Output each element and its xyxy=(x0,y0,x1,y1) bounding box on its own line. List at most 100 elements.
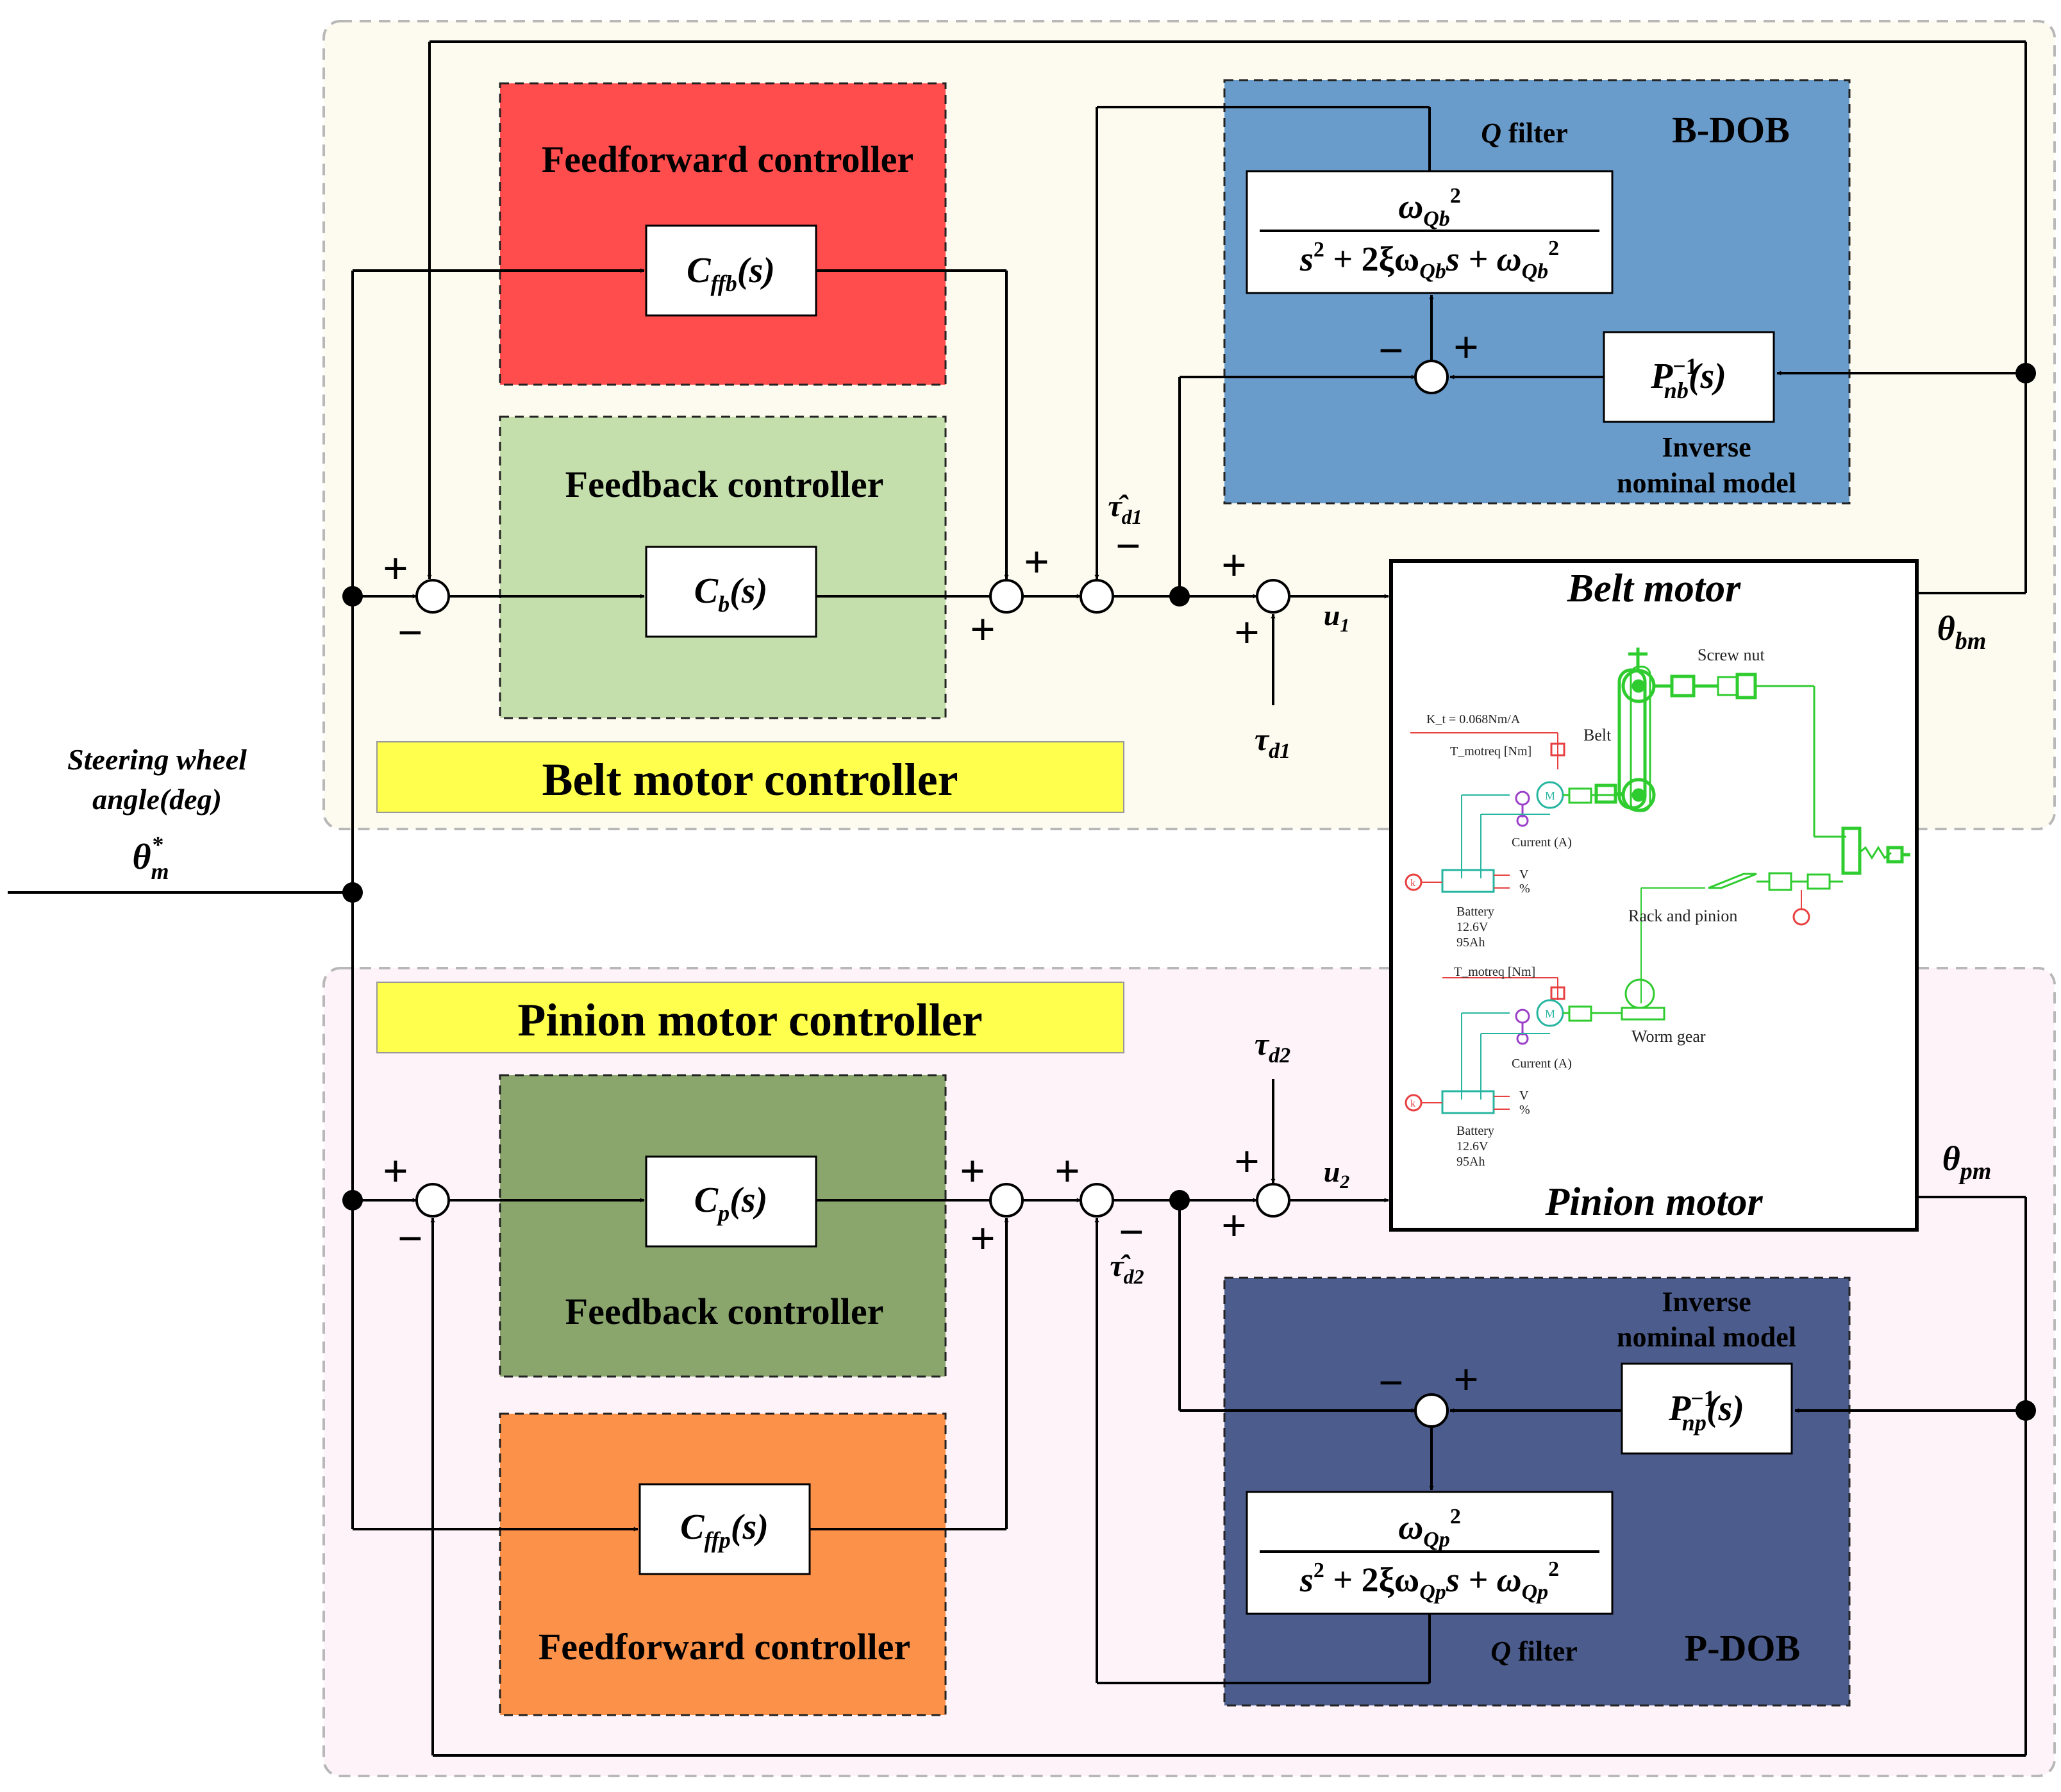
sign-plus: + xyxy=(1055,1147,1080,1196)
pdob-qfilter-denominator: s2 + 2ξωQps + ωQp2 xyxy=(1299,1557,1559,1604)
sign-plus: + xyxy=(1234,1137,1260,1187)
battery-label-1a: Battery xyxy=(1456,905,1494,919)
motor-letter-2: M xyxy=(1545,1007,1555,1020)
bdob-sum xyxy=(1414,360,1449,394)
pinion-wires xyxy=(351,1079,2027,1757)
k-letter-2: k xyxy=(1410,1098,1415,1109)
summing-junctions xyxy=(415,360,1449,1428)
current-label-2: Current (A) xyxy=(1512,1057,1572,1071)
bdob-inverse-label-2: nominal model xyxy=(1617,467,1796,499)
theta-bm-label: θbm xyxy=(1937,609,1987,655)
plant-belt-title: Belt motor xyxy=(1567,567,1741,610)
cb-box xyxy=(645,546,817,638)
battery-label-2b: 12.6V xyxy=(1456,1139,1489,1153)
motreq-label-1: T_motreq [Nm] xyxy=(1450,744,1531,758)
bdob-qfilter-label: Q filter xyxy=(1481,117,1568,149)
belt-label: Belt xyxy=(1583,726,1612,744)
sign-minus: − xyxy=(397,1214,423,1264)
motor-letter-1: M xyxy=(1545,789,1555,802)
motor-2 xyxy=(1405,977,1665,1114)
belt-sum-ff-fb xyxy=(989,579,1024,614)
input-label-line1: Steering wheel xyxy=(67,743,247,776)
battery-label-2c: 95Ah xyxy=(1456,1155,1485,1169)
bdob-title: B-DOB xyxy=(1672,109,1790,151)
sign-minus: − xyxy=(1115,522,1141,571)
junction-dots xyxy=(342,363,2036,1421)
motor-1 xyxy=(1405,732,1622,893)
u2-label: u2 xyxy=(1324,1155,1350,1193)
pdob-qfilter-label: Q filter xyxy=(1490,1636,1578,1667)
v-label-1: V xyxy=(1519,867,1529,882)
bdob-qfilter-denominator: s2 + 2ξωQbs + ωQb2 xyxy=(1299,237,1559,283)
rack-pinion xyxy=(1640,872,1843,1003)
sign-plus: + xyxy=(1453,1355,1479,1405)
pinion-feedforward-title: Feedforward controller xyxy=(538,1626,910,1668)
input-label-line2: angle(deg) xyxy=(92,783,222,816)
belt-wires xyxy=(8,40,2027,1199)
pdob-inverse-label-2: nominal model xyxy=(1617,1321,1796,1353)
tau-d1-label: τd1 xyxy=(1255,721,1290,763)
cffp-box xyxy=(638,1483,811,1575)
pinion-sum-disturbance xyxy=(1256,1183,1290,1218)
pinion-feedback-title: Feedback controller xyxy=(565,1291,884,1332)
pct-label-2: % xyxy=(1519,1103,1530,1117)
pinion-sum-ff-fb xyxy=(989,1183,1024,1218)
belt-controller-label: Belt motor controller xyxy=(542,754,958,805)
sign-plus: + xyxy=(1453,323,1479,373)
belt-feedforward-title: Feedforward controller xyxy=(542,138,914,180)
sign-minus: − xyxy=(1378,1359,1404,1408)
cp-box xyxy=(645,1155,817,1248)
pct-label-1: % xyxy=(1519,882,1530,896)
pdob-title: P-DOB xyxy=(1685,1627,1800,1669)
belt-sum-error xyxy=(415,579,450,614)
cffp-tf: Cffp(s) xyxy=(680,1507,769,1553)
sign-plus: + xyxy=(1221,1202,1247,1251)
tau-hat-d2-label: τ̂d2 xyxy=(1110,1249,1144,1288)
pinion-sum-error xyxy=(415,1183,450,1218)
belt-mechanism xyxy=(1594,648,1910,875)
u1-label: u1 xyxy=(1324,599,1350,636)
plant-block xyxy=(1389,559,1919,1232)
v-label-2: V xyxy=(1519,1089,1529,1103)
pinion-sum-dob xyxy=(1080,1183,1114,1218)
sign-plus: + xyxy=(970,605,996,655)
sign-minus: − xyxy=(1378,326,1404,376)
plant-schematic: K_t = 0.068Nm/A T_motreq [Nm] Current (A… xyxy=(1405,646,1910,1169)
motreq-label-2: T_motreq [Nm] xyxy=(1454,965,1535,979)
bdob-inverse-label-1: Inverse xyxy=(1662,431,1751,463)
tau-d2-label: τd2 xyxy=(1255,1026,1290,1068)
battery-label-1b: 12.6V xyxy=(1456,920,1489,934)
cb-tf: Cb(s) xyxy=(694,571,767,617)
battery-label-2a: Battery xyxy=(1456,1124,1494,1138)
battery-label-1c: 95Ah xyxy=(1456,935,1485,950)
theta-pm-label: θpm xyxy=(1942,1139,1992,1185)
plant-pinion-title: Pinion motor xyxy=(1544,1180,1763,1224)
sign-plus: + xyxy=(970,1214,996,1264)
pinion-controller-label: Pinion motor controller xyxy=(517,994,982,1046)
bdob-inverse-box xyxy=(1603,331,1775,423)
belt-feedback-title: Feedback controller xyxy=(565,464,884,505)
belt-controller-label-bar xyxy=(376,741,1124,813)
bdob-qfilter-numerator: ωQb2 xyxy=(1398,184,1461,231)
worm-gear-label: Worm gear xyxy=(1631,1027,1706,1046)
k-letter-1: k xyxy=(1410,878,1415,889)
current-label-1: Current (A) xyxy=(1512,835,1572,850)
sign-plus: + xyxy=(1234,608,1260,658)
sign-minus: − xyxy=(1119,1208,1144,1257)
sign-minus: − xyxy=(397,608,423,658)
belt-sum-disturbance xyxy=(1256,579,1290,614)
cffb-tf: Cffb(s) xyxy=(687,251,775,296)
rack-pinion-label: Rack and pinion xyxy=(1628,907,1737,925)
kt-label: K_t = 0.068Nm/A xyxy=(1426,712,1521,726)
sign-plus: + xyxy=(1221,541,1247,590)
cp-tf: Cp(s) xyxy=(694,1180,767,1226)
pdob-inverse-box xyxy=(1621,1362,1793,1455)
sign-plus: + xyxy=(383,544,408,594)
sign-plus: + xyxy=(383,1147,408,1196)
pinion-controller-label-bar xyxy=(376,982,1124,1053)
sign-plus: + xyxy=(960,1147,985,1196)
screw-nut-label: Screw nut xyxy=(1698,646,1765,664)
pdob-qfilter-numerator: ωQp2 xyxy=(1398,1505,1461,1552)
